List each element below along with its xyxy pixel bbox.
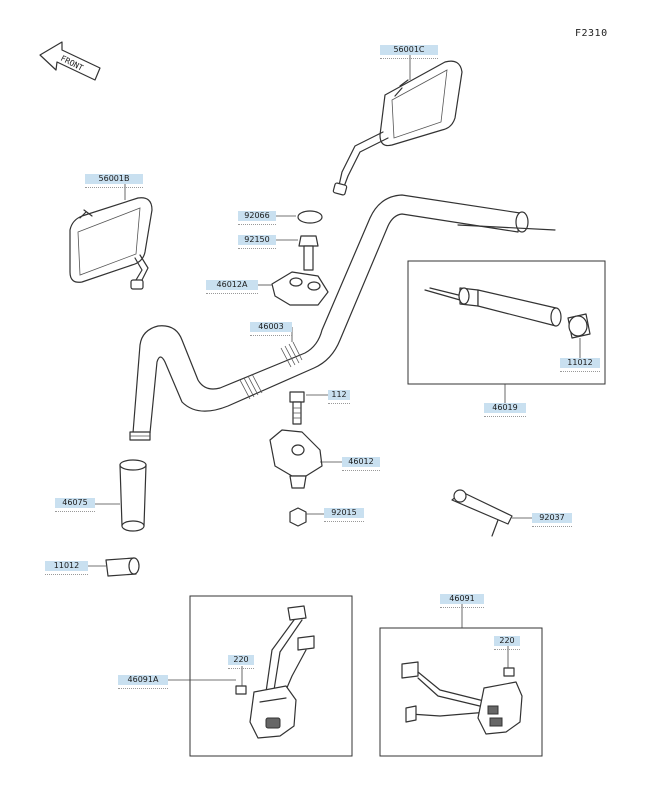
grip-left-icon — [119, 459, 147, 532]
part-label-56001b[interactable]: 56001B — [85, 174, 143, 188]
part-label-220-right[interactable]: 220 — [494, 636, 520, 650]
part-label-56001c[interactable]: 56001C — [380, 45, 438, 59]
part-label-92150[interactable]: 92150 — [238, 235, 276, 249]
nut-92015-icon — [289, 507, 307, 527]
part-label-46091a[interactable]: 46091A — [118, 675, 168, 689]
part-label-92037[interactable]: 92037 — [532, 513, 572, 527]
end-cap-left-icon — [105, 557, 140, 577]
holder-upper-icon — [271, 271, 329, 306]
part-label-112[interactable]: 112 — [328, 390, 350, 404]
cap-92066-icon — [297, 210, 323, 224]
nut-92150-icon — [298, 235, 319, 271]
part-label-46075[interactable]: 46075 — [55, 498, 95, 512]
part-label-46012[interactable]: 46012 — [342, 457, 380, 471]
grip-assy-right-icon — [424, 224, 562, 327]
front-arrow-icon: FRONT — [39, 41, 101, 81]
switch-left-icon — [235, 605, 315, 739]
wrench-92037-icon — [451, 489, 513, 537]
mirror-right-icon — [332, 60, 463, 196]
holder-lower-icon — [269, 429, 323, 489]
end-cap-right-icon — [567, 313, 591, 339]
part-label-46091[interactable]: 46091 — [440, 594, 484, 608]
part-label-220-left[interactable]: 220 — [228, 655, 254, 669]
switch-right-icon — [401, 661, 523, 735]
part-label-46019[interactable]: 46019 — [484, 403, 526, 417]
figure-code: F2310 — [575, 28, 608, 39]
part-label-46003[interactable]: 46003 — [250, 322, 292, 336]
part-label-11012-right[interactable]: 11012 — [560, 358, 600, 372]
handlebar-icon — [129, 194, 529, 441]
part-label-92066[interactable]: 92066 — [238, 211, 276, 225]
part-label-11012-left[interactable]: 11012 — [45, 561, 88, 575]
part-label-92015[interactable]: 92015 — [324, 508, 364, 522]
mirror-left-icon — [69, 197, 153, 290]
bolt-112-icon — [289, 391, 305, 425]
part-label-46012a[interactable]: 46012A — [206, 280, 258, 294]
